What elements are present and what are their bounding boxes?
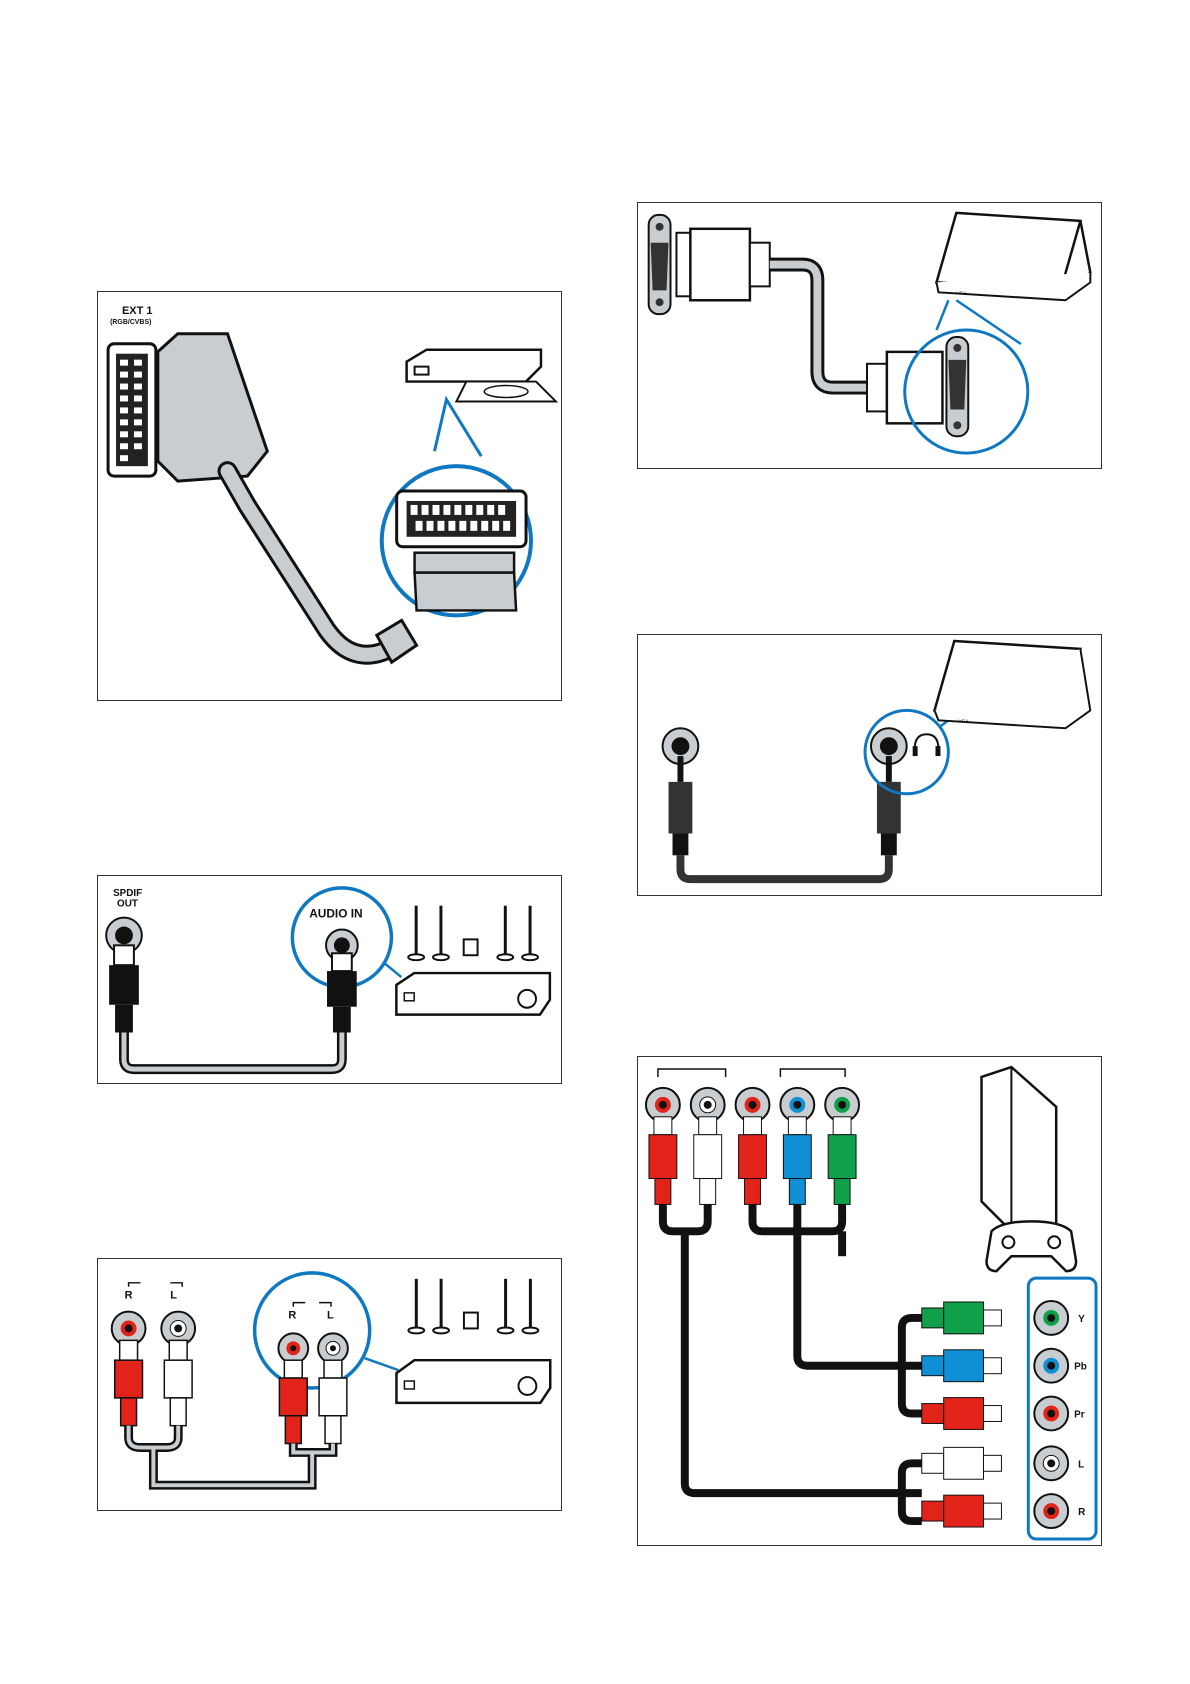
scart-socket-tv bbox=[106, 342, 158, 478]
laptop-port-text: VGA bbox=[956, 290, 967, 296]
analog-audio-diagram: R L R L bbox=[97, 1258, 562, 1511]
dvd-player-icon bbox=[405, 348, 559, 403]
component-label-pb: Pb bbox=[1074, 1362, 1087, 1373]
rca-jack-left-r bbox=[110, 1310, 147, 1427]
rca-jack-left-l bbox=[160, 1310, 197, 1427]
component-plugs-top bbox=[648, 1116, 857, 1205]
scart-port-sublabel: (RGB/CVBS) bbox=[110, 319, 151, 326]
component-cables bbox=[658, 1204, 922, 1526]
component-label-y: Y bbox=[1078, 1314, 1085, 1325]
scart-zoom-callout bbox=[379, 395, 534, 618]
component-label-l: L bbox=[1078, 1459, 1084, 1470]
home-theater-icon bbox=[395, 1278, 552, 1405]
scart-port-label: EXT 1 bbox=[122, 305, 152, 317]
spdif-diagram: SPDIF OUT AUDIO IN bbox=[97, 875, 562, 1084]
audio-jack-tv bbox=[661, 727, 700, 856]
spdif-plug-right bbox=[327, 952, 357, 1033]
scart-diagram: EXT 1 (RGB/CVBS) bbox=[97, 291, 562, 701]
rca-plugs-right bbox=[278, 1359, 348, 1445]
audio-in-callout: AUDIO IN bbox=[290, 886, 394, 989]
audio-cable bbox=[676, 855, 893, 884]
analog-left-r-label: R bbox=[125, 1290, 133, 1302]
laptop-icon: VGA bbox=[932, 639, 1092, 730]
headphone-diagram: VGA bbox=[637, 634, 1102, 896]
vga-zoom-callout bbox=[903, 299, 1030, 455]
analog-left-l-label: L bbox=[170, 1290, 177, 1302]
component-label-r: R bbox=[1078, 1507, 1085, 1518]
laptop-port-text: VGA bbox=[958, 718, 969, 724]
analog-right-l-label: L bbox=[327, 1310, 334, 1322]
vga-diagram: VGA bbox=[637, 202, 1102, 469]
analog-cable bbox=[124, 1425, 338, 1490]
vga-port-tv bbox=[647, 213, 672, 316]
home-theater-icon bbox=[395, 905, 552, 1016]
scart-cable bbox=[156, 332, 419, 665]
spdif-plug-left bbox=[109, 944, 139, 1033]
component-diagram: Y Pb Pr L R bbox=[637, 1056, 1102, 1546]
spdif-out-label-1: SPDIF bbox=[113, 888, 142, 899]
analog-right-r-label: R bbox=[288, 1310, 296, 1322]
analog-zoom-callout: R L bbox=[252, 1271, 372, 1390]
console-icon bbox=[980, 1065, 1078, 1273]
vga-plug-tv bbox=[675, 227, 771, 302]
audio-jack-laptop bbox=[869, 727, 908, 856]
spdif-out-label-2: OUT bbox=[117, 899, 138, 910]
component-input-panel: Y Pb Pr L R bbox=[1026, 1276, 1098, 1541]
component-plugs-right bbox=[921, 1301, 1002, 1528]
component-label-pr: Pr bbox=[1074, 1409, 1085, 1420]
spdif-cable bbox=[119, 1032, 347, 1075]
laptop-icon: VGA bbox=[934, 211, 1092, 302]
audio-in-label: AUDIO IN bbox=[309, 907, 362, 921]
